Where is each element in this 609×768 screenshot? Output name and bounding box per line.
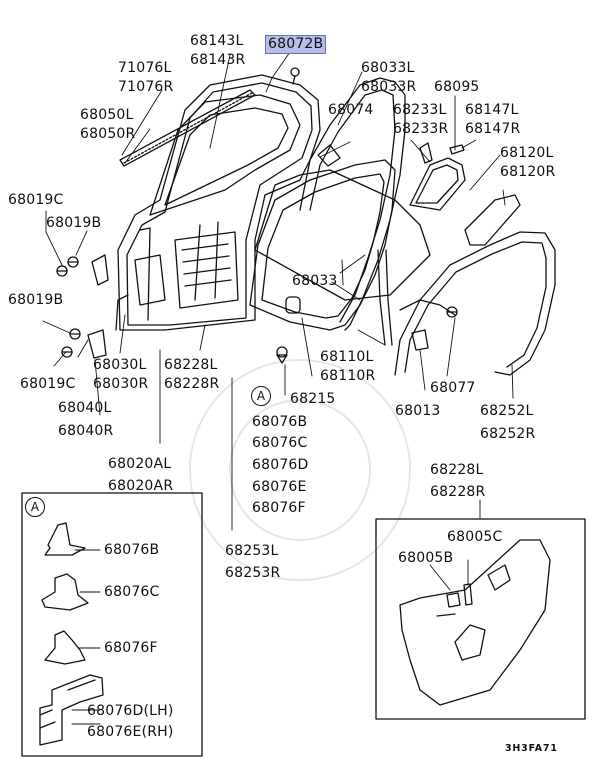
callout-68076b: 68076B [252,414,308,430]
watermark-emblem [189,359,411,581]
callout-68252-r: 68252R [480,426,536,442]
detail-a-68076f: 68076F [104,640,158,656]
callout-68233-r: 68233R [393,121,449,137]
moulding-strip [119,89,256,167]
callout-68033-l: 68033L [361,60,415,76]
callout-68076c: 68076C [252,435,308,451]
detail-a-marker: A [251,386,271,406]
callout-71076-r: 71076R [118,79,174,95]
callout-68143-r: 68143R [190,52,246,68]
callout-68050-l: 68050L [80,107,134,123]
callout-68228-box-l: 68228L [430,462,484,478]
callout-68050-r: 68050R [80,126,136,142]
callout-68040-r: 68040R [58,423,114,439]
callout-71076-l: 71076L [118,60,172,76]
callout-68110-l: 68110L [320,349,374,365]
detail-a-drawings [39,522,104,746]
callout-68013: 68013 [395,403,441,419]
callout-68253-l: 68253L [225,543,279,559]
callout-68076e: 68076E [252,479,307,495]
callout-68040-l: 68040L [58,400,112,416]
callout-68019c-top: 68019C [8,192,64,208]
door-shell-drawing [115,74,321,331]
callout-68020-al: 68020AL [108,456,172,472]
callout-68233-l: 68233L [393,102,447,118]
callout-68120-r: 68120R [500,164,556,180]
callout-68033-r: 68033R [361,79,417,95]
callout-68143-l: 68143L [190,33,244,49]
callout-68228-r: 68228R [164,376,220,392]
callout-68120-l: 68120L [500,145,554,161]
callout-68228-box-r: 68228R [430,484,486,500]
weatherstrip-drawing [249,159,396,331]
trim-panel-frame [375,518,586,720]
detail-a-frame [21,492,203,757]
quarter-glass-68233 [409,157,466,211]
callout-68005b: 68005B [398,550,454,566]
callout-68019b: 68019B [8,292,64,308]
callout-68252-l: 68252L [480,403,534,419]
callout-68030-l: 68030L [93,357,147,373]
callout-68077: 68077 [430,380,476,396]
callout-68020-ar: 68020AR [108,478,174,494]
clip-68013 [411,329,429,351]
outer-weatherstrip [394,231,556,376]
callout-68019b-top: 68019B [46,215,102,231]
callout-68110-r: 68110R [320,368,376,384]
trim-panel-drawing [399,539,551,706]
callout-68033: 68033 [292,273,338,289]
detail-a-68076c: 68076C [104,584,160,600]
callout-68076d: 68076D [252,457,309,473]
callout-68005c: 68005C [447,529,503,545]
callout-68215: 68215 [290,391,336,407]
callout-68228-l: 68228L [164,357,218,373]
glass-panel [254,169,431,301]
detail-a-68076b: 68076B [104,542,160,558]
callout-68074: 68074 [328,102,374,118]
callout-68095: 68095 [434,79,480,95]
callout-68030-r: 68030R [93,376,149,392]
callout-68076f: 68076F [252,500,306,516]
callout-68147-l: 68147L [465,102,519,118]
seal-68074 [317,144,341,167]
bumper-68215 [285,296,301,314]
callout-68019c: 68019C [20,376,76,392]
detail-a-68076e: 68076E(RH) [87,724,174,740]
callout-68147-r: 68147R [465,121,521,137]
callout-68253-r: 68253R [225,565,281,581]
callout-68072b-highlighted[interactable]: 68072B [264,35,327,54]
quarter-glass-68120 [464,194,521,246]
detail-a-68076d: 68076D(LH) [87,703,174,719]
figure-code: 3H3FA71 [505,743,558,754]
detail-a-box-marker: A [25,497,45,517]
